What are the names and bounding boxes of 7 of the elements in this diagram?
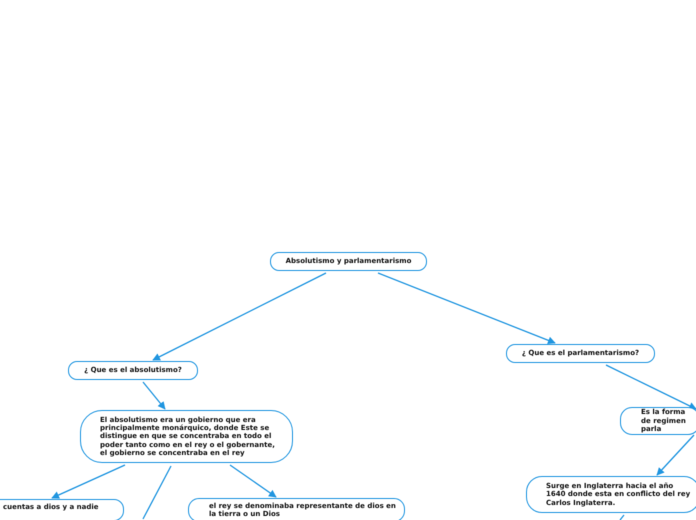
arrow bbox=[51, 464, 126, 499]
arrow bbox=[656, 434, 694, 476]
arrow bbox=[606, 364, 696, 410]
arrow bbox=[142, 382, 166, 410]
arrow bbox=[230, 464, 277, 498]
arrow bbox=[152, 272, 326, 361]
arrow bbox=[378, 272, 556, 344]
